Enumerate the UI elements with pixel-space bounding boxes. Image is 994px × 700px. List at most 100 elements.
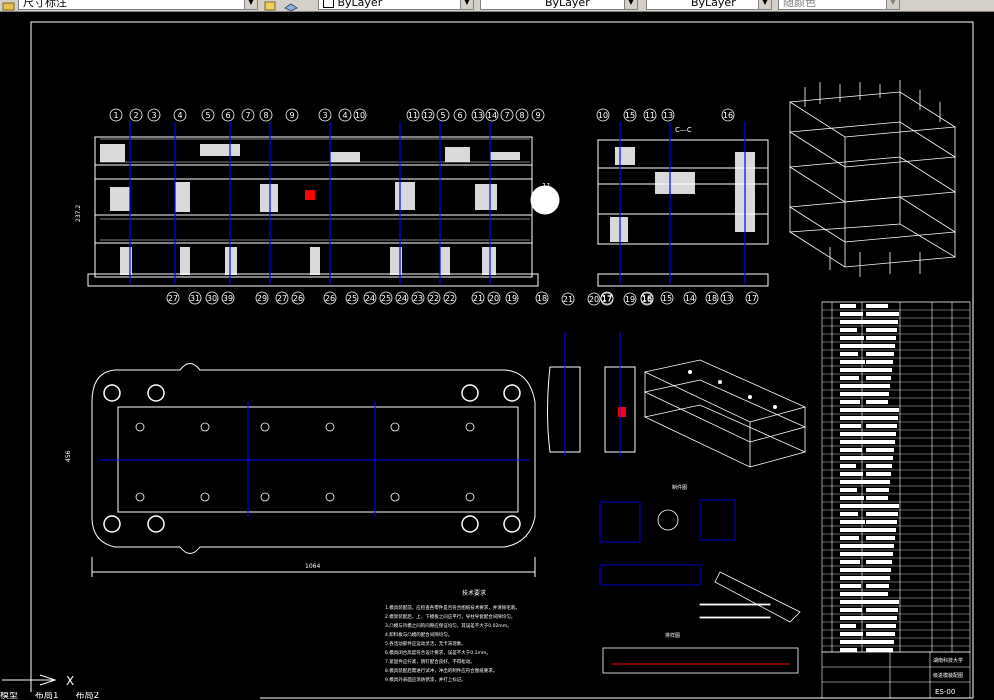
balloon-top-left: 8: [515, 108, 529, 122]
layout-tabs: 模型 布局1 布局2: [0, 692, 260, 700]
balloon-bottom-left: 30: [205, 291, 219, 305]
bom-cell-fill: [866, 592, 888, 596]
dim-vert-label: 237.2: [75, 205, 82, 222]
balloon-top-right: 11: [643, 108, 657, 122]
balloon-bottom-left: 22: [443, 291, 457, 305]
front-section-view: 237.2 11: [75, 122, 560, 287]
title-block-school: 湖南科技大学: [933, 657, 963, 664]
balloon-label: 16: [642, 294, 652, 303]
balloon-label: 3: [322, 111, 327, 120]
linetype-select[interactable]: ByLayer▼: [480, 0, 638, 10]
bom-cell-fill: [866, 336, 896, 340]
balloon-label: 12: [423, 111, 433, 120]
chevron-down-icon[interactable]: ▼: [624, 0, 637, 9]
bom-cell-fill: [866, 528, 896, 532]
color-value: ByLayer: [337, 0, 383, 9]
tab-model[interactable]: 模型: [0, 692, 19, 700]
bom-cell-fill: [840, 320, 870, 324]
balloon-label: 24: [397, 294, 407, 303]
bom-cell-fill: [840, 552, 873, 556]
bom-cell-fill: [866, 416, 898, 420]
svg-text:X: X: [66, 674, 74, 688]
balloon-top-left: 4: [338, 108, 352, 122]
dim-height-label: 456: [65, 450, 72, 462]
balloon-label: 26: [293, 294, 303, 303]
chevron-down-icon[interactable]: ▼: [886, 0, 899, 9]
bom-cell-fill: [840, 448, 862, 452]
balloon-top-left: 11: [406, 108, 420, 122]
balloon-label: 21: [473, 294, 483, 303]
balloon-label: 16: [723, 111, 733, 120]
lineweight-value: ByLayer: [691, 0, 736, 9]
bom-cell-fill: [866, 376, 891, 380]
chevron-down-icon[interactable]: ▼: [244, 0, 257, 9]
balloon-label: 13: [722, 294, 732, 303]
bom-cell-fill: [840, 344, 871, 348]
bom-cell-fill: [840, 336, 864, 340]
section-label: C—C: [675, 126, 692, 134]
balloon-top-left: 3: [147, 108, 161, 122]
bom-cell-fill: [840, 312, 863, 316]
part-title: 制件图: [672, 484, 687, 491]
balloon-label: 3: [151, 111, 156, 120]
bom-cell-fill: [866, 440, 895, 444]
balloon-top-left: 7: [500, 108, 514, 122]
balloon-top-left: 12: [421, 108, 435, 122]
dimstyle-select[interactable]: 尺寸标注▼: [18, 0, 258, 10]
layer-states-icon[interactable]: [264, 0, 278, 11]
balloon-lower: 21: [561, 292, 575, 306]
balloon-label: 9: [535, 111, 540, 120]
balloon-top-left: 6: [221, 108, 235, 122]
ucs-icon: X: [2, 674, 74, 688]
tab-layout2[interactable]: 布局2: [75, 692, 100, 700]
plotstyle-select[interactable]: 随颜色▼: [778, 0, 900, 10]
balloon-bottom-left: 21: [471, 291, 485, 305]
balloon-label: 20: [489, 294, 499, 303]
bom-cell-fill: [840, 632, 863, 636]
bom-cell-fill: [866, 448, 894, 452]
chevron-down-icon[interactable]: ▼: [758, 0, 771, 9]
bom-cell-fill: [840, 456, 869, 460]
color-select[interactable]: ByLayer ▼: [318, 0, 474, 10]
balloon-label: 15: [662, 294, 672, 303]
bom-cell-fill: [840, 392, 873, 396]
bom-cell-fill: [866, 408, 899, 412]
drawing-canvas[interactable]: 237.2 11 C—C: [0, 12, 994, 700]
bom-cell-fill: [866, 304, 888, 308]
balloon-label: 6: [457, 111, 462, 120]
tech-req-item: 9.模具外表面应涂防锈漆，并打上标记。: [385, 676, 466, 683]
balloon-top-left: 14: [485, 108, 499, 122]
balloon-top-left: 3: [318, 108, 332, 122]
title-block: 湖南科技大学 级进模装配图 ES-00: [821, 651, 971, 699]
balloon-label: 22: [445, 294, 455, 303]
balloon-top-right: 16: [721, 108, 735, 122]
lineweight-select[interactable]: ByLayer ▼: [646, 0, 772, 10]
balloon-label: 17: [747, 294, 757, 303]
balloon-bottom-left: 22: [427, 291, 441, 305]
bom-cell-fill: [866, 512, 898, 516]
bom-cell-fill: [840, 360, 865, 364]
balloon-bottom-left: 27: [166, 291, 180, 305]
balloon-bottom-left: 29: [255, 291, 269, 305]
bom-cell-fill: [840, 640, 870, 644]
bom-cell-fill: [840, 504, 871, 508]
balloon-top-left: 9: [531, 108, 545, 122]
bom-cell-fill: [840, 584, 861, 588]
balloon-bottom-left: 25: [379, 291, 393, 305]
bom-cell-fill: [866, 464, 892, 468]
balloon-label: 19: [507, 294, 517, 303]
balloon-label: 15: [625, 111, 635, 120]
balloon-label: 17: [602, 295, 612, 304]
balloon-bottom-right: 15: [660, 291, 674, 305]
layer-manager-icon[interactable]: [284, 0, 298, 11]
strip-title: 排样图: [665, 632, 680, 639]
balloon-bottom-right: 14: [683, 291, 697, 305]
color-swatch: [323, 0, 334, 8]
bom-cell-fill: [840, 560, 860, 564]
chevron-down-icon[interactable]: ▼: [460, 0, 473, 9]
tab-layout1[interactable]: 布局1: [34, 692, 59, 700]
balloon-label: 25: [347, 294, 357, 303]
bom-cell-fill: [840, 576, 874, 580]
bom-table: [821, 301, 971, 653]
bom-cell-fill: [840, 304, 856, 308]
